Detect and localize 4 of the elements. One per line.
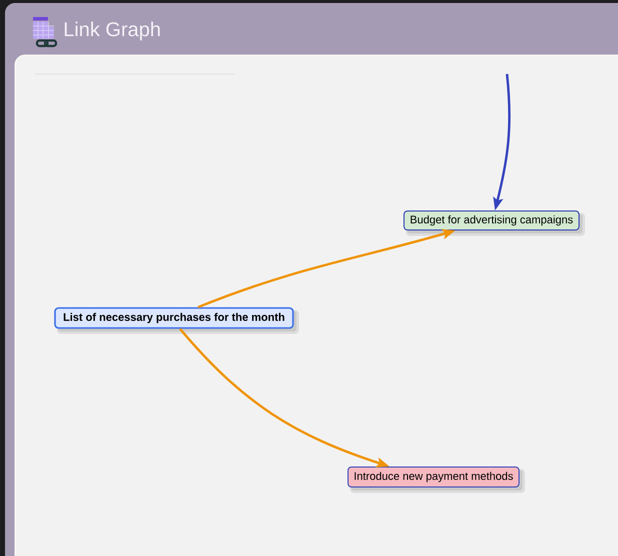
topic-box: Budget for advertising campaigns bbox=[404, 210, 585, 236]
title: Link Graph bbox=[64, 22, 160, 40]
topic-box: Introduce new payment methods bbox=[348, 466, 525, 493]
topic-box: List of necessary purchases for the month bbox=[54, 307, 299, 334]
